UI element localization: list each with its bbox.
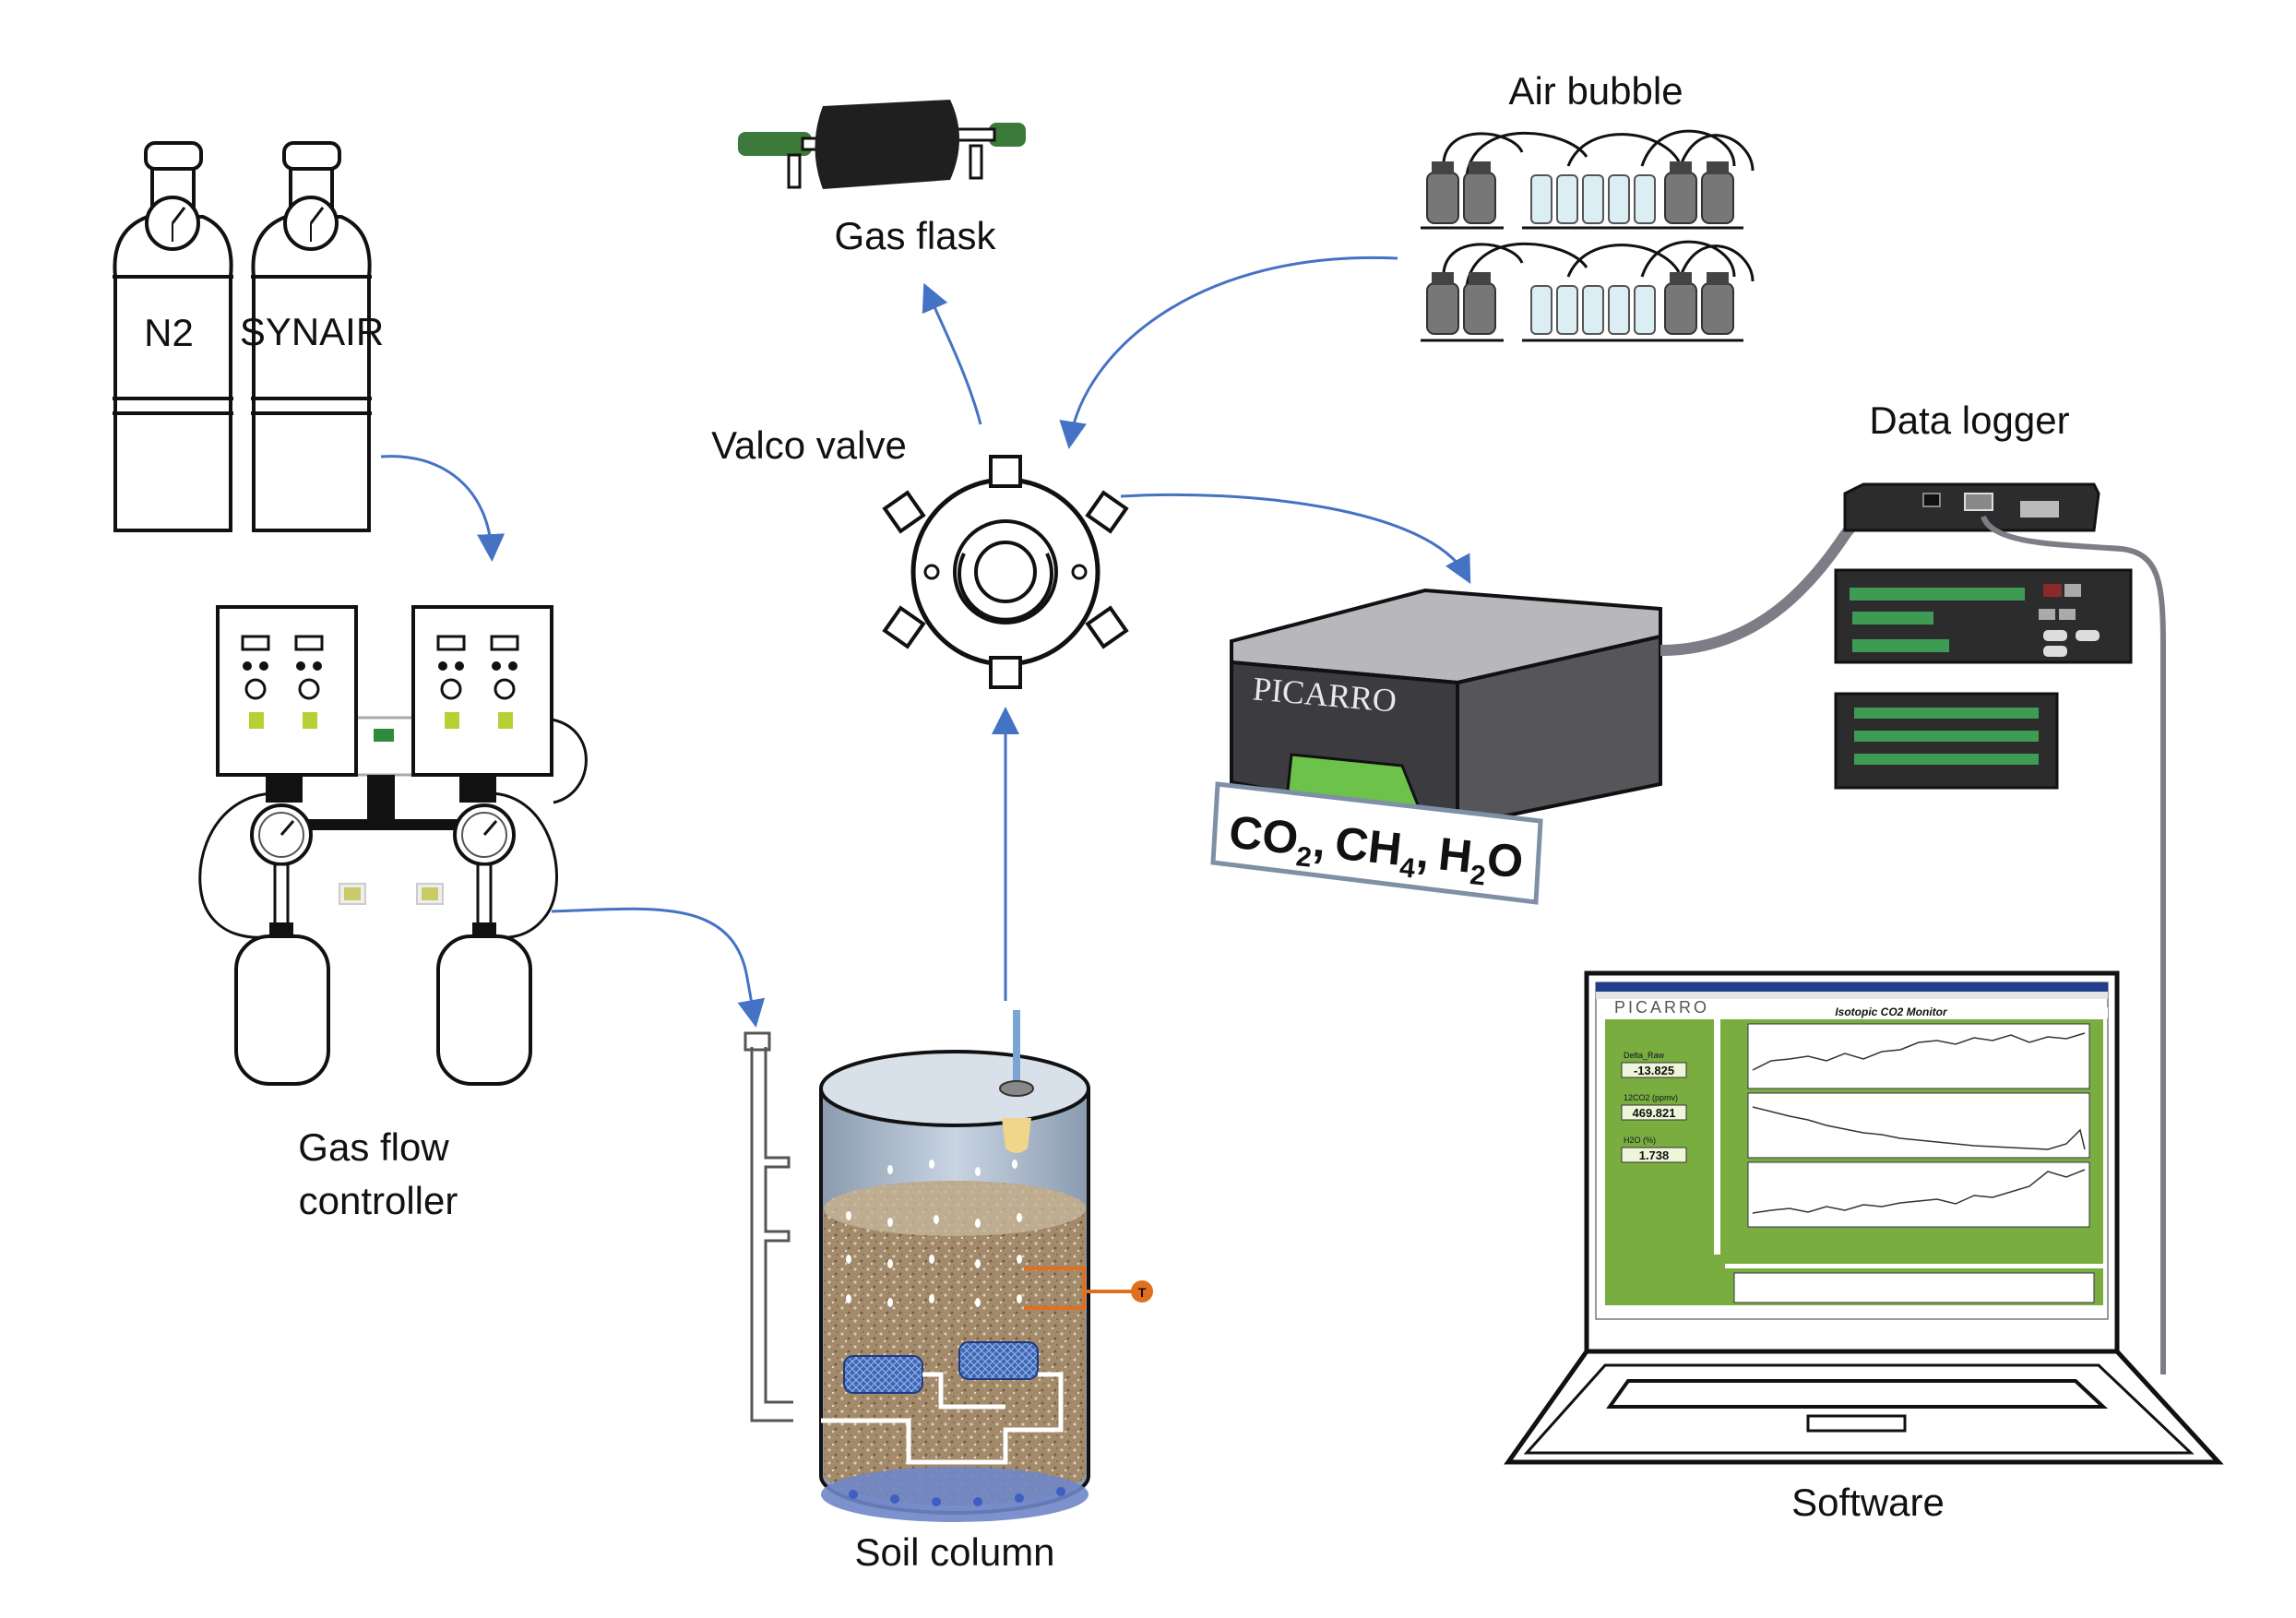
soil-gas-probe-icon xyxy=(843,1341,1039,1394)
analyzer-gases-label-box: CO2,CH4,H2O xyxy=(1210,781,1543,905)
arrow-cylinders-to-controller xyxy=(380,455,506,562)
pressure-gauge-icon xyxy=(283,196,339,251)
separator-1: , xyxy=(1311,815,1329,867)
gas-cylinder-n2: N2 xyxy=(113,141,233,532)
arrow-valve-to-flask xyxy=(922,282,982,425)
flow-arrows xyxy=(380,256,1471,1028)
software-screen: PICARRO Isotopic CO2 Monitor Delta_Raw -… xyxy=(1595,982,2109,1320)
software-readouts: Delta_Raw -13.825 12CO2 (ppmv) 469.821 H… xyxy=(1621,1051,1687,1163)
readout-1-value: -13.825 xyxy=(1634,1064,1674,1077)
readout-3-label: H2O (%) xyxy=(1624,1136,1656,1145)
picarro-analyzer: PICARRO CO2,CH4,H2O xyxy=(1210,493,1929,905)
gas-cylinder-synair: SYNAIR xyxy=(240,141,384,532)
h2o-main: H xyxy=(1436,827,1475,882)
data-logger: Data logger xyxy=(1834,399,2166,1374)
arrow-controller-to-soil-column xyxy=(551,907,766,1028)
gas-flow-controller-label-line1: Gas flow xyxy=(298,1125,449,1169)
separator-2: , xyxy=(1414,826,1433,878)
ch4-main: CH xyxy=(1333,817,1405,875)
ch4-sub: 4 xyxy=(1398,852,1417,885)
readout-3-value: 1.738 xyxy=(1639,1148,1670,1162)
gas-flow-controller-label-line2: controller xyxy=(299,1179,458,1222)
readout-2-value: 469.821 xyxy=(1633,1106,1676,1120)
data-logger-label: Data logger xyxy=(1869,399,2069,442)
readout-1-label: Delta_Raw xyxy=(1624,1051,1665,1060)
side-port-tubing xyxy=(744,1031,793,1422)
h2o-sub: 2 xyxy=(1469,860,1487,892)
cylinder-n2-label: N2 xyxy=(144,311,194,354)
cylinder-synair-label: SYNAIR xyxy=(240,310,384,353)
co2-main: CO xyxy=(1227,806,1301,865)
soil-column: T Soil column xyxy=(744,1010,1153,1574)
software-label: Software xyxy=(1791,1481,1945,1524)
valco-valve: Valco valve xyxy=(711,423,1129,689)
soil-column-label: Soil column xyxy=(854,1530,1054,1574)
gas-flask: Gas flask xyxy=(738,100,1026,257)
h2o-end: O xyxy=(1484,833,1526,888)
thermocouple-symbol: T xyxy=(1138,1285,1147,1300)
air-bubble-bottles: Air bubble xyxy=(1421,69,1755,342)
pressure-gauge-icon xyxy=(145,196,200,251)
bottle-row-lower xyxy=(1421,240,1755,342)
svg-text:CO2,CH4,H2O: CO2,CH4,H2O xyxy=(1226,806,1526,896)
software-chart-title: Isotopic CO2 Monitor xyxy=(1835,1005,1948,1018)
gas-flask-label: Gas flask xyxy=(834,214,996,257)
thermocouple: T xyxy=(1024,1267,1153,1310)
co2-sub: 2 xyxy=(1294,841,1313,874)
gas-flow-controller: Gas flow controller xyxy=(198,605,588,1222)
bottle-row-upper xyxy=(1421,129,1755,230)
arrow-air-bubble-to-valve xyxy=(1059,256,1398,449)
software-logo: PICARRO xyxy=(1614,998,1709,1017)
readout-2-label: 12CO2 (ppmv) xyxy=(1624,1093,1678,1102)
air-bubble-label: Air bubble xyxy=(1508,69,1683,113)
arrow-valve-to-analyzer xyxy=(1120,493,1471,584)
laptop: PICARRO Isotopic CO2 Monitor Delta_Raw -… xyxy=(1504,970,2224,1524)
valco-valve-label: Valco valve xyxy=(711,423,907,467)
